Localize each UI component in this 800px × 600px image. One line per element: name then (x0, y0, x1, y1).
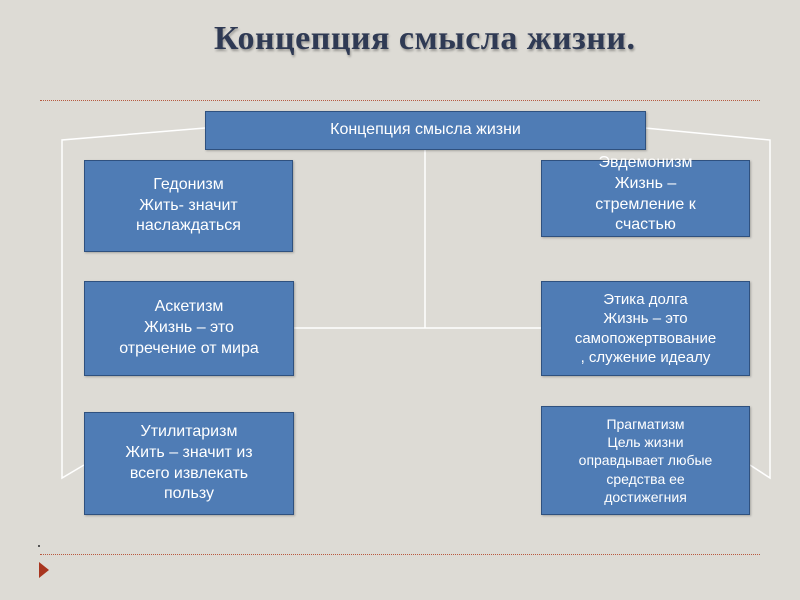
connector-left-bracket (61, 127, 206, 480)
connector-right-bracket (644, 127, 771, 480)
node-eudaemonism: Эвдемонизм Жизнь – стремление к счастью (541, 154, 750, 237)
root-node: Концепция смысла жизни (205, 111, 646, 150)
node-hedonism: Гедонизм Жить- значит наслаждаться (84, 160, 293, 252)
node-asceticism: Аскетизм Жизнь – это отречение от мира (84, 281, 294, 376)
node-duty-ethics-label: Этика долга Жизнь – это самопожертвовани… (574, 290, 717, 367)
node-utilitarianism-label: Утилитаризм Жить – значит из всего извле… (125, 422, 253, 503)
slide-title: Концепция смысла жизни. (214, 20, 636, 57)
node-utilitarianism: Утилитаризм Жить – значит из всего извле… (84, 412, 294, 515)
node-pragmatism-label: Прагматизм Цель жизни оправдывает любые … (578, 416, 713, 505)
node-asceticism-label: Аскетизм Жизнь – это отречение от мира (119, 298, 259, 357)
node-eudaemonism-label: Эвдемонизм Жизнь – стремление к счастью (595, 153, 696, 234)
bullet-dot (38, 545, 40, 547)
node-pragmatism: Прагматизм Цель жизни оправдывает любые … (541, 406, 750, 515)
node-hedonism-label: Гедонизм Жить- значит наслаждаться (136, 175, 241, 235)
root-node-label: Концепция смысла жизни (330, 121, 521, 139)
bottom-divider (40, 554, 760, 555)
node-duty-ethics: Этика долга Жизнь – это самопожертвовани… (541, 281, 750, 376)
top-divider (40, 100, 760, 101)
play-arrow-icon (39, 562, 49, 578)
